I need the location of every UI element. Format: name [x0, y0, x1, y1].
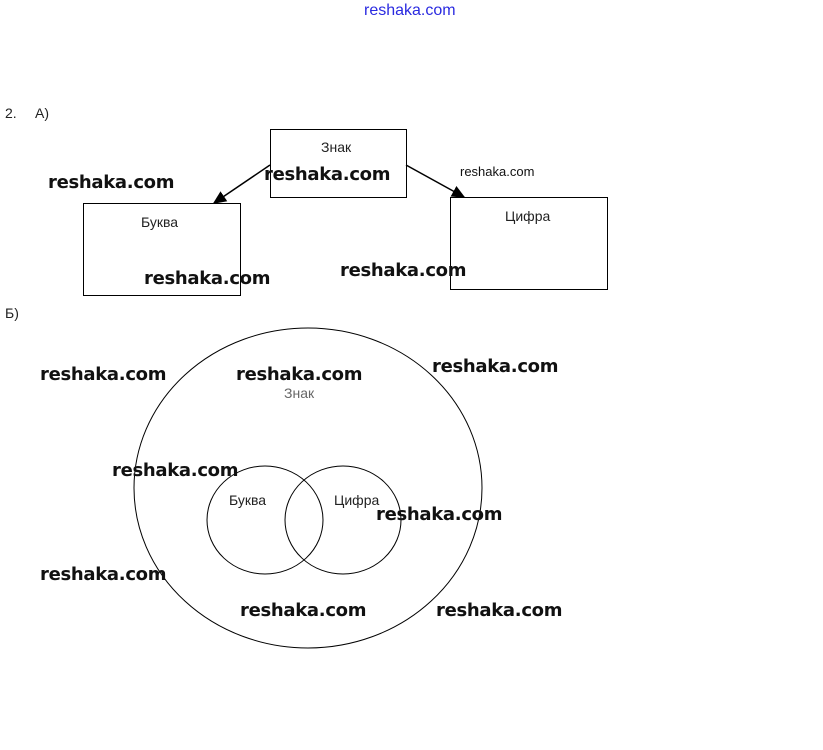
set-right [284, 465, 402, 575]
header-link[interactable]: reshaka.com [364, 2, 456, 19]
set-outer [133, 327, 483, 649]
part-a-label: А) [35, 105, 49, 121]
watermark: reshaka.com [112, 460, 239, 481]
set-outer-label: Знак [284, 385, 315, 401]
node-box-root [270, 129, 407, 198]
watermark: reshaka.com [432, 356, 559, 377]
watermark: reshaka.com [436, 600, 563, 621]
set-right-label: Цифра [334, 492, 380, 508]
node-right-label: Цифра [505, 208, 551, 224]
node-box-left [83, 203, 241, 296]
set-left-label: Буква [229, 492, 267, 508]
watermark: reshaka.com [340, 260, 467, 281]
watermark: reshaka.com [236, 364, 363, 385]
watermark: reshaka.com [264, 164, 391, 185]
node-left-label: Буква [141, 214, 179, 230]
watermark: reshaka.com [40, 364, 167, 385]
watermark: reshaka.com [240, 600, 367, 621]
set-left [206, 465, 324, 575]
watermark: reshaka.com [48, 172, 175, 193]
watermark: reshaka.com [144, 268, 271, 289]
part-b-label: Б) [5, 305, 19, 321]
watermark: reshaka.com [376, 504, 503, 525]
arrow-root-right [405, 164, 466, 198]
arrow-root-left [212, 164, 271, 204]
node-box-right [450, 197, 608, 290]
node-root-label: Знак [321, 139, 352, 155]
watermark: reshaka.com [460, 164, 535, 179]
watermark: reshaka.com [40, 564, 167, 585]
task-number: 2. [5, 105, 17, 121]
